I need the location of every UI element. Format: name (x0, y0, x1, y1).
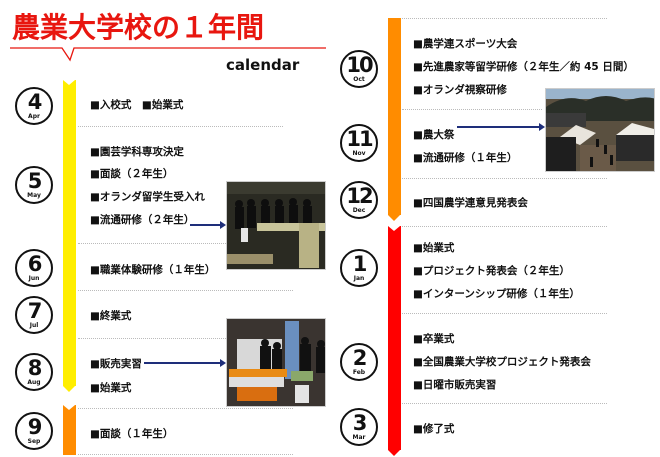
event-mar-0: ■修了式 (413, 423, 455, 435)
event-jan-2: ■インターンシップ研修（１年生） (413, 288, 580, 300)
sales-practice-photo (226, 318, 326, 407)
event-oct-1: ■先進農家等留学研修（２年生／約 45 日間） (413, 61, 634, 73)
event-feb-2: ■日曜市販売実習 (413, 379, 497, 391)
divider (78, 408, 293, 409)
divider (402, 109, 542, 110)
divider (402, 18, 607, 19)
event-aug-1: ■始業式 (90, 382, 132, 394)
timeline-bar-apr-aug (63, 80, 76, 392)
event-sep-0: ■面談（１年生） (90, 428, 174, 440)
divider (402, 226, 607, 227)
title-underline (10, 47, 326, 62)
divider (78, 338, 228, 339)
distribution-training-photo (226, 181, 326, 270)
event-feb-1: ■全国農業大学校プロジェクト発表会 (413, 356, 591, 368)
event-jan-1: ■プロジェクト発表会（２年生） (413, 265, 570, 277)
event-jul-0: ■終業式 (90, 310, 132, 322)
event-jan-0: ■始業式 (413, 242, 455, 254)
event-nov-0: ■農大祭 (413, 129, 455, 141)
timeline-bar-sep (63, 405, 76, 455)
event-may-2: ■オランダ留学生受入れ (90, 191, 205, 203)
divider (78, 454, 293, 455)
timeline-bar-oct-dec (388, 18, 401, 221)
calendar-label: calendar (226, 56, 300, 74)
agri-festival-photo (545, 88, 655, 172)
arrow-icon (457, 123, 545, 131)
event-may-0: ■園芸学科専攻決定 (90, 146, 184, 158)
event-may-3: ■流通研修（２年生） (90, 214, 195, 226)
event-aug-0: ■販売実習 (90, 358, 142, 370)
event-apr-0: ■入校式 ■始業式 (90, 99, 184, 111)
arrow-icon (144, 359, 226, 367)
event-may-1: ■面談（２年生） (90, 168, 174, 180)
divider (78, 126, 283, 127)
event-dec-0: ■四国農学連意見発表会 (413, 197, 528, 209)
divider (78, 243, 228, 244)
divider (402, 403, 607, 404)
event-feb-0: ■卒業式 (413, 333, 455, 345)
event-nov-1: ■流通研修（１年生） (413, 152, 518, 164)
divider (402, 313, 607, 314)
timeline-bar-jan-mar (388, 226, 401, 456)
page-title: 農業大学校の１年間 (12, 11, 265, 44)
divider (402, 178, 607, 179)
event-oct-0: ■農学連スポーツ大会 (413, 38, 518, 50)
divider (78, 290, 293, 291)
arrow-icon (190, 221, 226, 229)
event-jun-0: ■職業体験研修（１年生） (90, 264, 216, 276)
event-oct-2: ■オランダ視察研修 (413, 84, 507, 96)
